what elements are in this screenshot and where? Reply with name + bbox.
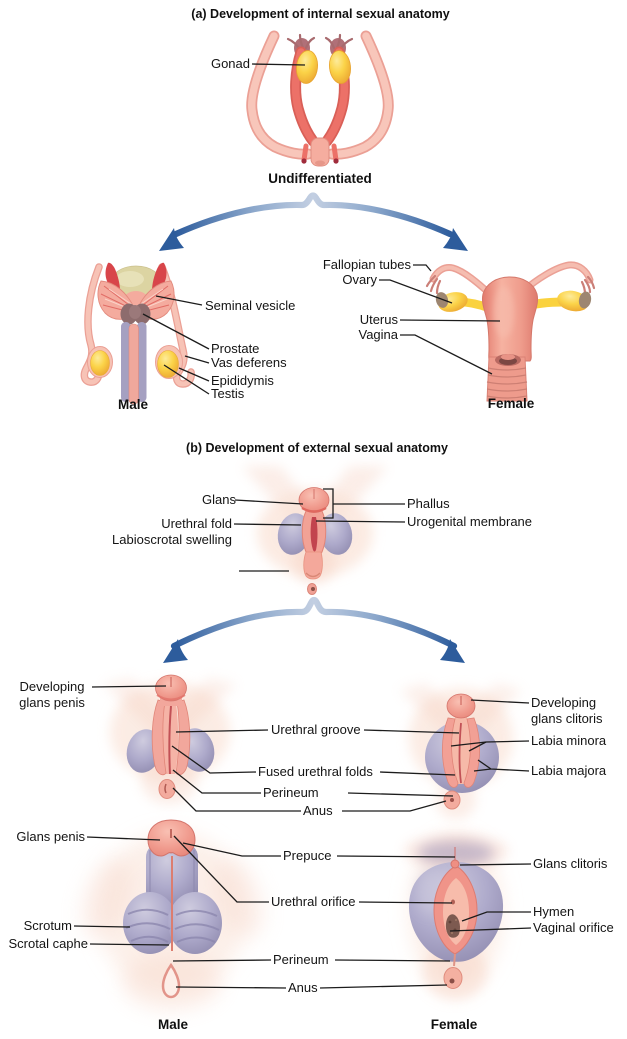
leader-labia-minora-2	[468, 741, 487, 752]
urethral-orifice-label: Urethral orifice	[271, 894, 356, 909]
perineum-mid-label: Perineum	[263, 785, 319, 800]
vagina-label: Vagina	[358, 327, 398, 342]
leader-anus-mid-left	[172, 787, 301, 812]
external-undifferentiated-figure	[242, 466, 388, 595]
gonad-label: Gonad	[210, 56, 250, 71]
leader-glans-penis	[86, 836, 161, 841]
leader-perineum-bottom-right	[334, 959, 451, 962]
section-a-title: (a) Development of internal sexual anato…	[191, 7, 450, 21]
anus-mid-label: Anus	[303, 803, 333, 818]
leader-vas-deferens	[184, 355, 210, 364]
leader-vaginal-orifice	[449, 927, 532, 932]
leader-urogenital-membrane	[315, 520, 406, 523]
phallus-label: Phallus	[407, 496, 450, 511]
developing-glans-clitoris-label: Developing glans clitoris	[531, 695, 603, 726]
labia-majora-label: Labia majora	[531, 763, 607, 778]
leader-anus-bottom-left	[175, 986, 287, 989]
labioscrotal-swelling-label: Labioscrotal swelling	[112, 532, 232, 547]
developed-female-figure	[404, 834, 508, 1000]
leader-urethral-fold	[233, 523, 302, 526]
urogenital-membrane-label: Urogenital membrane	[407, 514, 533, 529]
leader-uterus	[399, 319, 501, 322]
leader-testis	[163, 364, 210, 395]
leader-urethral-orifice-right	[358, 901, 453, 904]
urethral-fold-label: Urethral fold	[161, 516, 232, 531]
fused-urethral-folds-label: Fused urethral folds	[258, 764, 373, 779]
leader-seminal-vesicle	[155, 295, 203, 306]
leader-developing-glans-clitoris	[470, 699, 530, 704]
leader-perineum-mid-right	[347, 792, 454, 797]
leader-labia-majora-2	[473, 768, 492, 772]
leader-fused-urethral-folds-left	[171, 745, 257, 774]
undifferentiated-internal-figure	[246, 30, 394, 167]
prepuce-label: Prepuce	[283, 848, 332, 863]
leader-epididymis	[178, 367, 210, 382]
leader-ovary	[379, 279, 453, 304]
leader-scrotum	[73, 925, 131, 928]
section-b-title: (b) Development of external sexual anato…	[186, 441, 448, 455]
female-internal-figure	[425, 261, 596, 402]
divergence-arrow-b	[163, 596, 465, 663]
leader-glans-clitoris	[459, 863, 532, 866]
undifferentiated-caption: Undifferentiated	[268, 171, 372, 186]
seminal-vesicle-label: Seminal vesicle	[205, 298, 296, 313]
developing-glans-penis-label: Developing glans penis	[19, 679, 85, 710]
perineum-bottom-label: Perineum	[273, 952, 329, 967]
leader-urethral-groove-right	[363, 729, 460, 734]
epididymis-label: Epididymis	[211, 373, 274, 388]
leader-perineum-mid-left	[172, 769, 261, 794]
developed-male-figure	[80, 819, 265, 1010]
male-internal-figure	[80, 262, 195, 405]
scrotal-caphe-label: Scrotal caphe	[8, 936, 89, 951]
leader-urethral-orifice-left	[173, 835, 269, 903]
prostate-label: Prostate	[211, 341, 260, 356]
uterus-label: Uterus	[359, 312, 398, 327]
developing-male-figure	[104, 674, 236, 804]
female-developed-caption: Female	[430, 1017, 478, 1032]
leader-gonad	[251, 63, 306, 66]
leader-developing-glans-penis	[91, 685, 167, 688]
divergence-arrow-a	[159, 192, 468, 251]
leader-anus-mid-right	[342, 800, 447, 812]
leader-prepuce-right	[336, 855, 456, 858]
leader-urethral-groove-left	[175, 729, 269, 733]
ovary-label: Ovary	[342, 272, 377, 287]
vas-deferens-label: Vas deferens	[211, 355, 287, 370]
leader-glans	[234, 499, 304, 505]
leader-fused-urethral-folds-right	[379, 771, 456, 776]
leader-lines	[73, 63, 532, 989]
developing-female-figure	[400, 683, 522, 819]
male-developed-caption: Male	[157, 1017, 189, 1032]
urethral-groove-label: Urethral groove	[271, 722, 361, 737]
leader-fallopian-tubes	[413, 264, 432, 272]
scrotum-label: Scrotum	[23, 918, 72, 933]
leader-vagina	[400, 334, 493, 375]
leader-prostate	[142, 313, 210, 350]
leader-scrotal-caphe	[89, 943, 170, 946]
glans-clitoris-label: Glans clitoris	[533, 856, 608, 871]
fallopian-tubes-label: Fallopian tubes	[322, 257, 411, 272]
leader-anus-bottom-right	[319, 984, 448, 989]
leader-prepuce-left	[182, 842, 281, 857]
testis-label: Testis	[211, 386, 245, 401]
glans-penis-label: Glans penis	[16, 829, 85, 844]
leader-hymen	[461, 911, 531, 922]
anus-bottom-label: Anus	[288, 980, 318, 995]
male-internal-caption: Male	[117, 397, 149, 412]
glans-label: Glans	[202, 492, 236, 507]
leader-perineum-bottom-left	[172, 959, 272, 962]
female-internal-caption: Female	[487, 396, 535, 411]
labia-minora-label: Labia minora	[531, 733, 607, 748]
vaginal-orifice-label: Vaginal orifice	[533, 920, 614, 935]
hymen-label: Hymen	[533, 904, 575, 919]
